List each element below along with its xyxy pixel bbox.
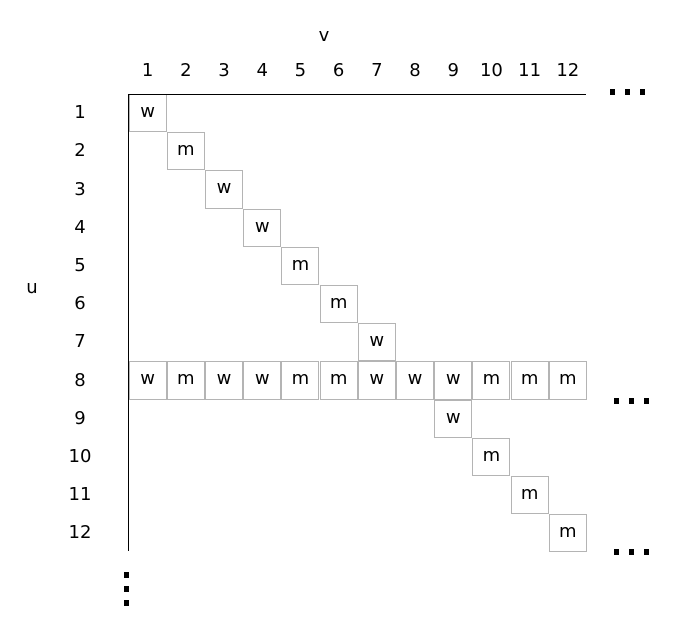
left-axis-line [128,94,129,551]
matrix-cell: m [510,361,549,400]
column-label: 9 [447,60,459,81]
row-label: 7 [74,331,86,353]
matrix-cell: w [128,94,167,133]
matrix-cell: w [434,361,473,400]
column-label: 3 [218,60,230,81]
matrix-cell: m [319,361,358,400]
matrix-cell: m [166,132,205,171]
column-label: 6 [332,60,345,81]
row-label: 1 [74,102,86,124]
matrix-cell: m [281,246,320,285]
column-label: 2 [180,60,192,81]
column-label: 10 [479,60,503,81]
matrix-cell: m [472,361,511,400]
u-axis-label: u [26,277,38,298]
row-label: 3 [74,178,86,200]
matrix-cell: w [243,361,282,400]
row-label: 6 [74,293,86,315]
matrix-cell: m [472,437,511,476]
matrix-cell: w [357,323,396,362]
matrix-cell: w [434,399,473,438]
v-axis-label: v [318,25,330,46]
matrix-cell: w [395,361,435,400]
top-axis-line [128,94,586,95]
row-label: 10 [68,445,92,467]
column-label: 4 [256,60,268,81]
matrix-cell: w [243,208,282,247]
matrix-cell: m [510,476,549,515]
matrix-cell: m [548,514,587,553]
matrix-cell: m [166,361,205,400]
row-label: 4 [74,216,86,238]
column-label: 11 [518,60,542,81]
matrix-cell: w [204,361,244,400]
matrix-cell: w [204,170,244,209]
column-label: 7 [371,60,383,81]
column-label: 12 [556,60,580,81]
matrix-cell: m [319,285,358,324]
row-label: 11 [68,484,92,506]
row-label: 9 [74,407,86,429]
matrix-cell: m [548,361,587,400]
row-label: 12 [68,522,92,544]
row-label: 2 [74,140,86,162]
column-label: 5 [294,60,307,81]
row-label: 5 [74,254,86,276]
column-label: 1 [141,60,154,81]
matrix-cell: m [281,361,320,400]
row-label: 8 [74,369,86,391]
column-label: 8 [409,60,421,81]
matrix-cell: w [357,361,396,400]
matrix-cell: w [128,361,167,400]
